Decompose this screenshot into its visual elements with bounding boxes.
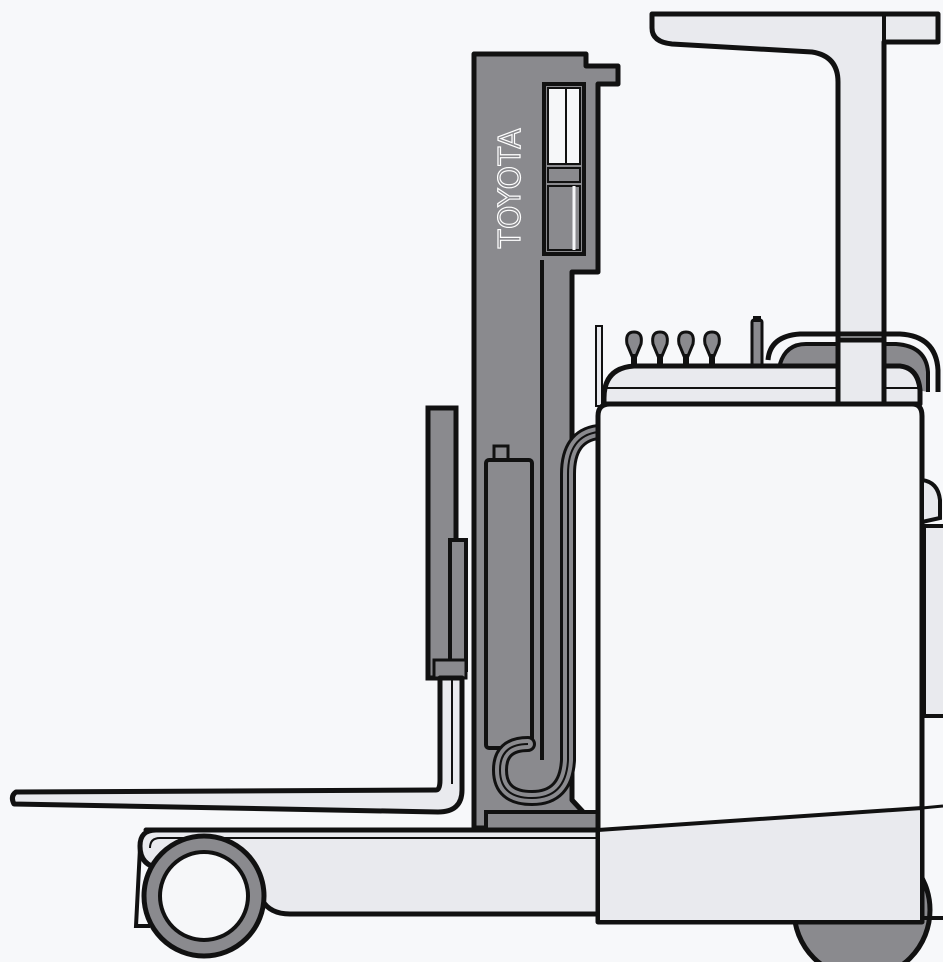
lever-knob-4 [703, 330, 721, 366]
lever-knob-1 [625, 330, 643, 366]
main-body [595, 401, 925, 925]
lever-knob-2 [651, 330, 669, 366]
lever-knob-3 [677, 330, 695, 366]
mast-slot [542, 82, 586, 256]
front-wheel [141, 833, 267, 959]
brand-logo-text: TOYOTA [493, 128, 528, 249]
side-rod [595, 325, 603, 407]
hydraulic-hose-loop [491, 424, 606, 807]
guard-post [835, 337, 887, 413]
rear-panel [920, 477, 943, 920]
lift-cylinder [484, 444, 534, 750]
fork [9, 675, 465, 815]
fork-carriage [425, 405, 468, 681]
control-levers [595, 316, 764, 407]
mast: TOYOTA [471, 51, 621, 832]
key-switch [750, 316, 764, 368]
